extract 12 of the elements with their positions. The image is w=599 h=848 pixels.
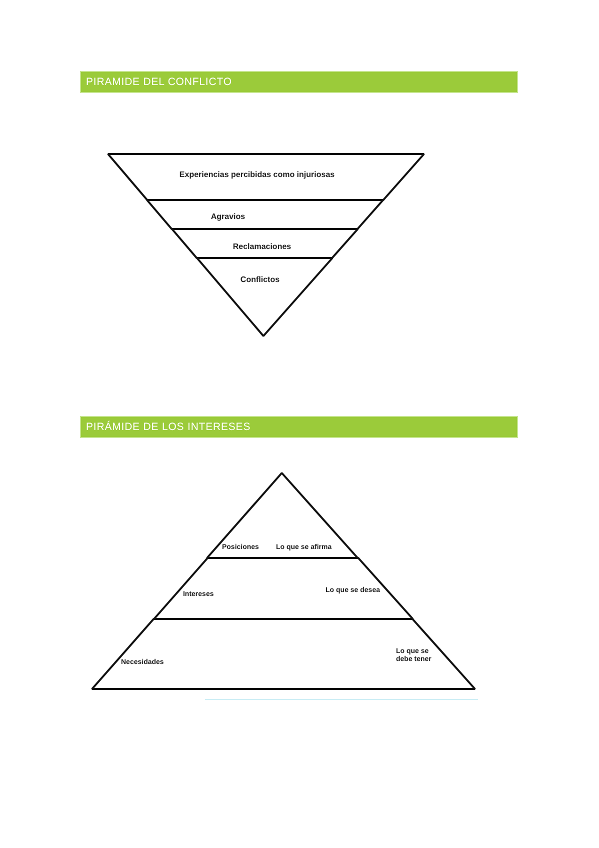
level-label: Experiencias percibidas como injuriosas [179, 170, 335, 180]
pyramid-level [196, 258, 332, 336]
level-label: Reclamaciones [232, 242, 292, 252]
section-heading: PIRAMIDE DEL CONFLICTO [80, 71, 518, 93]
level-label: Conflictos [240, 275, 280, 285]
section-heading: PIRÁMIDE DE LOS INTERESES [80, 416, 518, 438]
pyramid-level [154, 558, 412, 619]
pyramid-level [207, 473, 358, 558]
pyramid-level [108, 154, 424, 200]
level-label: Agravios [210, 212, 246, 222]
pyramid-level [172, 229, 358, 258]
pyramid-level [92, 619, 475, 689]
